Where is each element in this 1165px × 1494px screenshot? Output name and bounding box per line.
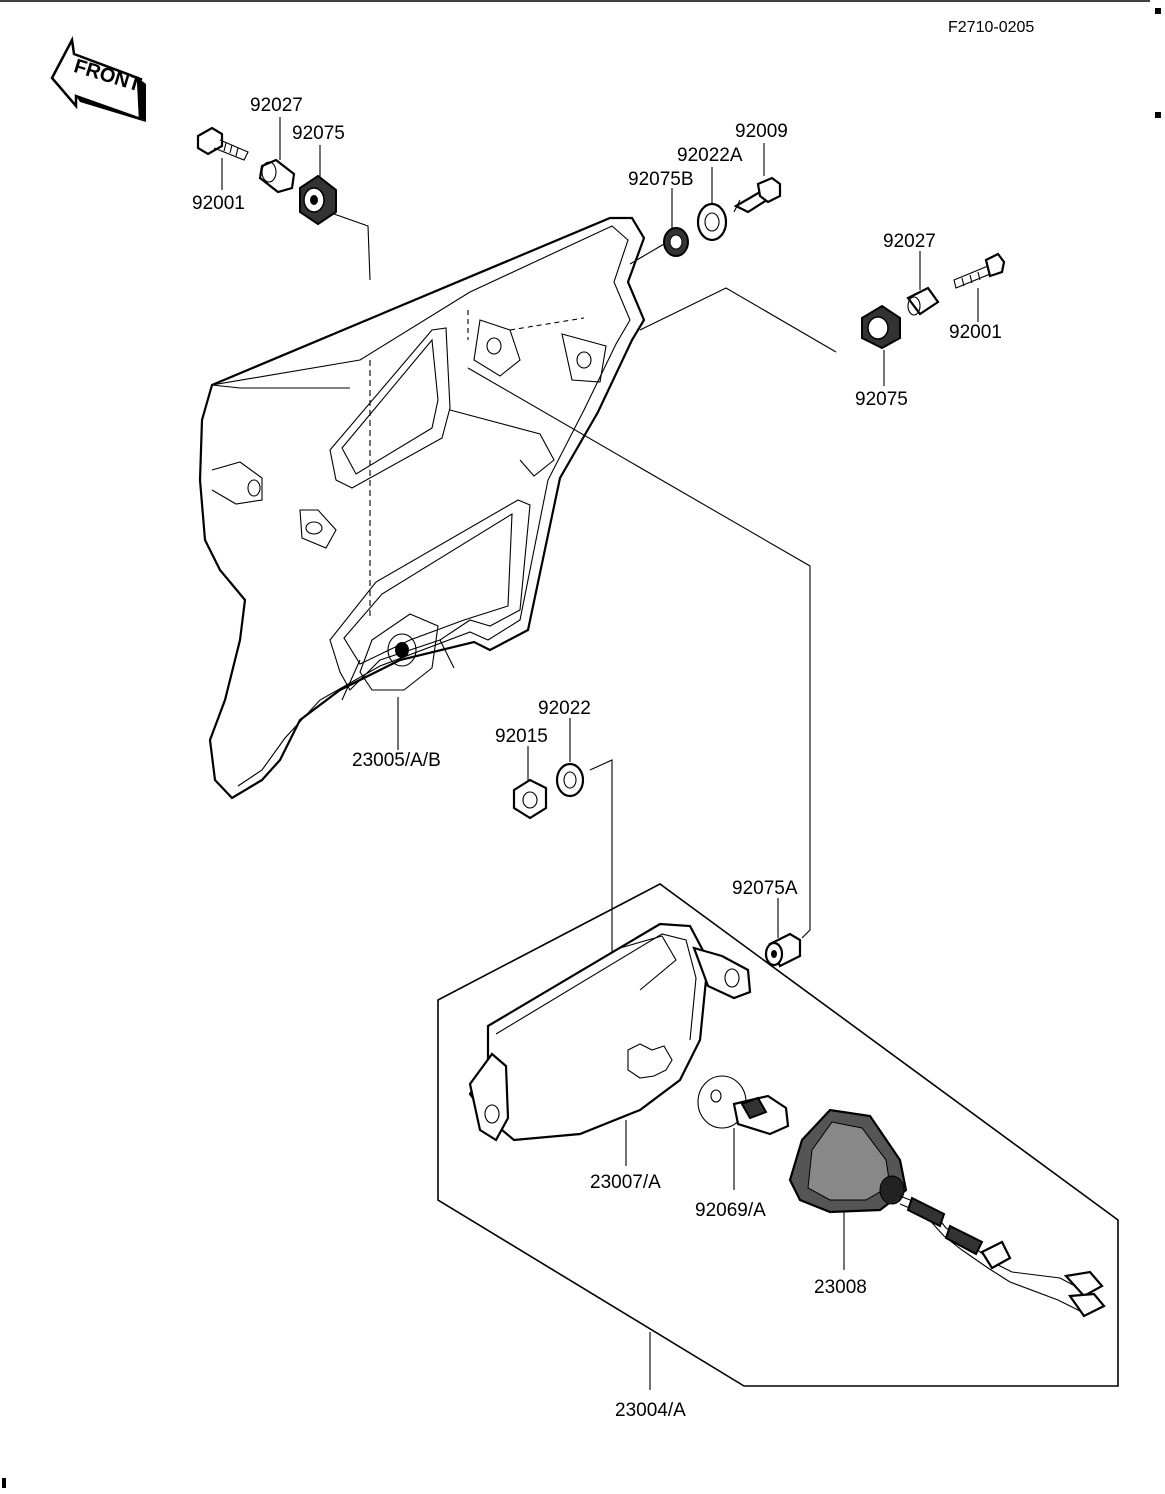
part-number-92015: 92015 xyxy=(495,726,548,747)
headlight-housing xyxy=(468,922,752,1142)
screw-92009 xyxy=(733,176,782,214)
washer-92022 xyxy=(555,762,585,798)
front-arrow-icon: FRONT xyxy=(50,36,146,122)
part-number-92069: 92069/A xyxy=(695,1200,766,1221)
part-number-23004: 23004/A xyxy=(615,1400,686,1421)
washer-92022A xyxy=(696,202,728,242)
headlight-unit xyxy=(788,1108,1106,1318)
part-number-23007: 23007/A xyxy=(590,1172,661,1193)
part-number-92075b: 92075B xyxy=(628,169,694,190)
part-number-92001-left: 92001 xyxy=(192,193,245,214)
part-number-23008: 23008 xyxy=(814,1277,867,1298)
part-number-92022a: 92022A xyxy=(677,145,743,166)
part-number-23005: 23005/A/B xyxy=(352,750,441,771)
grommet-92075-right xyxy=(861,304,901,350)
part-number-92075a: 92075A xyxy=(732,878,798,899)
part-labels: 92027 92075 92001 92009 92022A 92075B 92… xyxy=(192,95,1002,1421)
nut-92015 xyxy=(512,778,548,820)
collar-92075A xyxy=(764,932,802,968)
grommet-92075-left xyxy=(299,174,337,226)
part-number-92075-right: 92075 xyxy=(855,389,908,410)
bulb xyxy=(697,1075,790,1136)
part-number-92001-right: 92001 xyxy=(949,322,1002,343)
collar-92075B xyxy=(663,227,689,257)
diagram-code: F2710-0205 xyxy=(948,19,1034,36)
bolt-92001-left xyxy=(196,126,249,161)
part-number-92027-left: 92027 xyxy=(250,95,303,116)
collar-92027-right xyxy=(906,286,940,316)
part-number-92009: 92009 xyxy=(735,121,788,142)
part-number-92027-right: 92027 xyxy=(883,231,936,252)
leader-lines xyxy=(221,117,979,1390)
headlight-cover xyxy=(198,216,646,800)
bolt-92001-right xyxy=(953,252,1006,289)
part-number-92022: 92022 xyxy=(538,698,591,719)
assembly-boundary xyxy=(437,883,1119,1387)
corner-mark xyxy=(2,1478,6,1488)
collar-92027-left xyxy=(258,158,296,194)
corner-mark xyxy=(1155,8,1161,14)
corner-mark xyxy=(1155,112,1161,118)
part-number-92075-left: 92075 xyxy=(292,123,345,144)
